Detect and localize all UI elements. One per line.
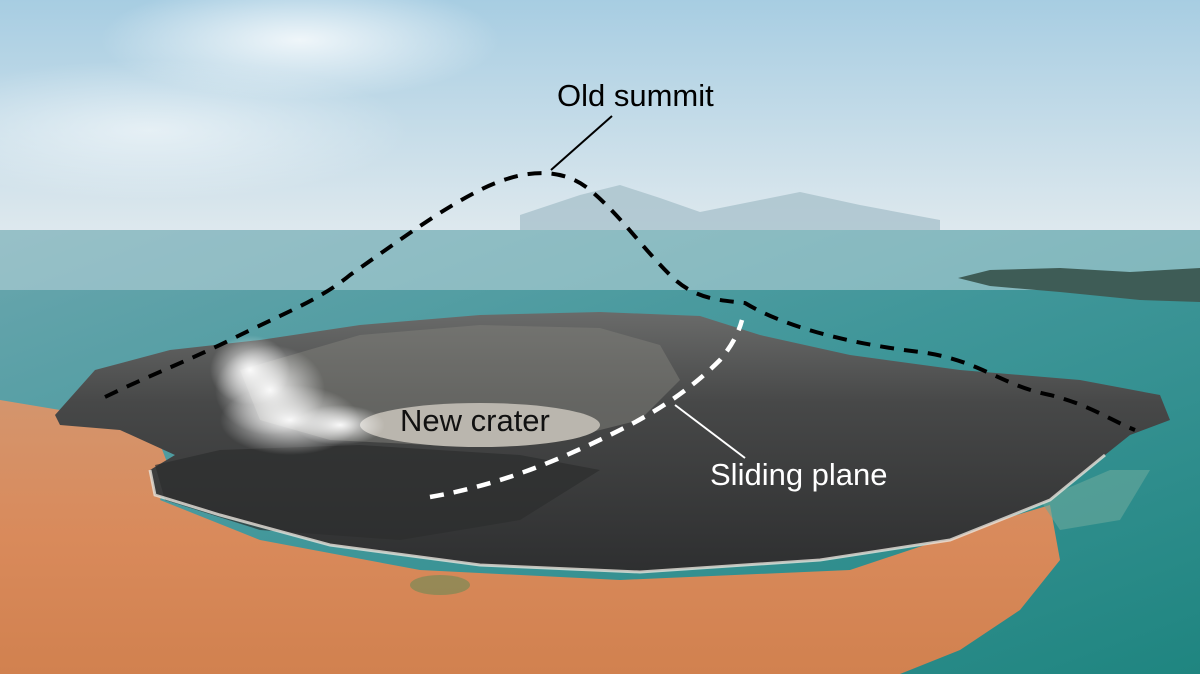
old-summit-leader-line [550, 115, 613, 171]
crater-floor [360, 403, 600, 447]
plume-edge [1040, 470, 1150, 530]
cloud [0, 60, 410, 200]
old-summit-label: Old summit [557, 78, 714, 113]
distant-mountains [520, 185, 940, 240]
sliding-plane-label: Sliding plane [710, 457, 888, 492]
steam-plume [210, 335, 385, 455]
old-summit-profile-line [104, 171, 1136, 432]
new-crater-label: New crater [400, 403, 550, 438]
green-patch [410, 575, 470, 595]
shoreline [148, 453, 1106, 574]
sediment-plume [0, 400, 1060, 674]
sliding-plane-line [429, 319, 745, 500]
sliding-plane-leader-line [674, 404, 746, 459]
distant-island [958, 268, 1200, 302]
island-foreground-slope [155, 445, 600, 540]
